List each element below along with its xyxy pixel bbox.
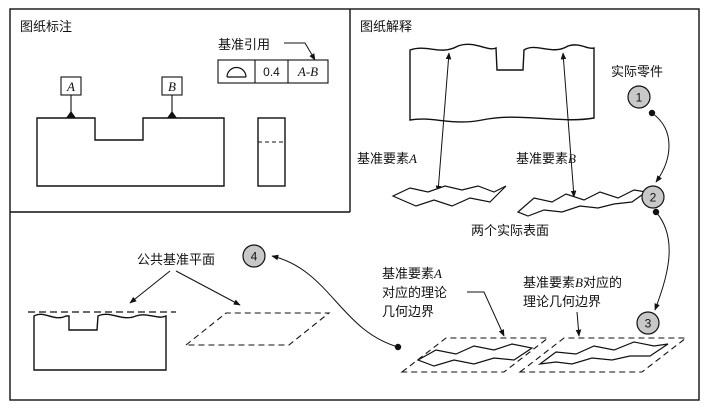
boundary-b-letter: B	[575, 275, 583, 290]
datum-feature-b-label: 基准要素B	[516, 151, 576, 167]
feature-control-frame: 0.4 A-B	[217, 59, 329, 84]
boundary-b-label-line1: 基准要素B对应的	[523, 275, 622, 291]
part-front-view	[36, 117, 225, 187]
datum-b-letter: B	[168, 79, 176, 94]
common-plane-leader-2	[175, 270, 241, 306]
interpretation-panel-title: 图纸解释	[360, 20, 412, 35]
datum-a-triangle-icon	[66, 111, 76, 118]
datum-reference-leader	[284, 42, 316, 61]
boundary-a-label-line2: 对应的理论	[382, 285, 447, 301]
boundary-a-leader	[467, 291, 505, 337]
step-3-number: 3	[645, 317, 652, 331]
step-2-number: 2	[650, 191, 657, 205]
step-3-marker: 3	[636, 311, 660, 335]
step-1-circle	[627, 85, 651, 109]
flow-dot-2	[652, 208, 660, 216]
datum-reference-label: 基准引用	[218, 38, 270, 53]
common-datum-plane-parallelogram	[184, 312, 331, 346]
two-actual-surfaces-label: 两个实际表面	[471, 224, 549, 239]
boundary-b-surface	[537, 341, 669, 365]
bottom-part	[33, 313, 167, 371]
step-2-marker: 2	[641, 185, 665, 209]
datum-a-letter: A	[66, 79, 75, 94]
projection-line-b	[560, 52, 577, 198]
outer-frame	[9, 8, 700, 401]
profile-of-surface-icon	[226, 66, 247, 78]
datum-feature-b-prefix: 基准要素	[516, 152, 568, 167]
flow-dot-3	[394, 343, 402, 351]
boundary-a-prefix: 基准要素	[382, 267, 434, 282]
boundary-b-leader	[575, 311, 582, 337]
datum-feature-b-letter: B	[568, 151, 576, 166]
fcf-datum-reference: A-B	[297, 64, 318, 79]
fcf-tolerance-value: 0.4	[263, 65, 280, 79]
actual-part-label: 实际零件	[611, 65, 663, 80]
common-plane-leader-1	[129, 270, 171, 304]
flow-curve-1-to-2	[651, 112, 670, 183]
datum-b-triangle-icon	[167, 111, 177, 118]
boundary-a-letter: A	[433, 266, 442, 281]
boundary-b-prefix: 基准要素	[523, 276, 575, 291]
common-datum-plane-label: 公共基准平面	[137, 253, 215, 268]
boundary-b-suffix: 对应的	[583, 275, 622, 291]
step-2-circle	[641, 185, 665, 209]
projection-line-a	[435, 52, 452, 193]
actual-surface-b	[516, 189, 648, 217]
datum-feature-a-letter: A	[408, 151, 417, 166]
datum-identifier-b: B	[161, 76, 183, 118]
drawing-panel-title: 图纸标注	[20, 20, 72, 35]
boundary-b-parallelogram	[518, 337, 688, 373]
datum-feature-a-label: 基准要素A	[357, 151, 417, 167]
step-3-circle	[636, 311, 660, 335]
flow-curve-to-4	[271, 254, 399, 348]
boundary-a-surface	[416, 343, 534, 367]
boundary-b-label-line2: 理论几何边界	[523, 294, 601, 310]
flow-dot-1	[648, 109, 656, 117]
datum-feature-a-prefix: 基准要素	[357, 152, 409, 167]
step-1-marker: 1	[627, 85, 651, 109]
step-4-marker: 4	[242, 244, 266, 268]
boundary-a-label-line3: 几何边界	[382, 304, 434, 320]
part-side-view	[257, 117, 286, 187]
actual-surface-a	[391, 185, 507, 207]
actual-part	[409, 43, 595, 123]
datum-identifier-a: A	[60, 76, 82, 118]
flow-curve-2-to-3	[654, 211, 670, 311]
step-1-number: 1	[636, 91, 643, 105]
step-4-circle	[242, 244, 266, 268]
step-4-number: 4	[251, 250, 258, 264]
boundary-a-label-line1: 基准要素A	[382, 266, 442, 282]
